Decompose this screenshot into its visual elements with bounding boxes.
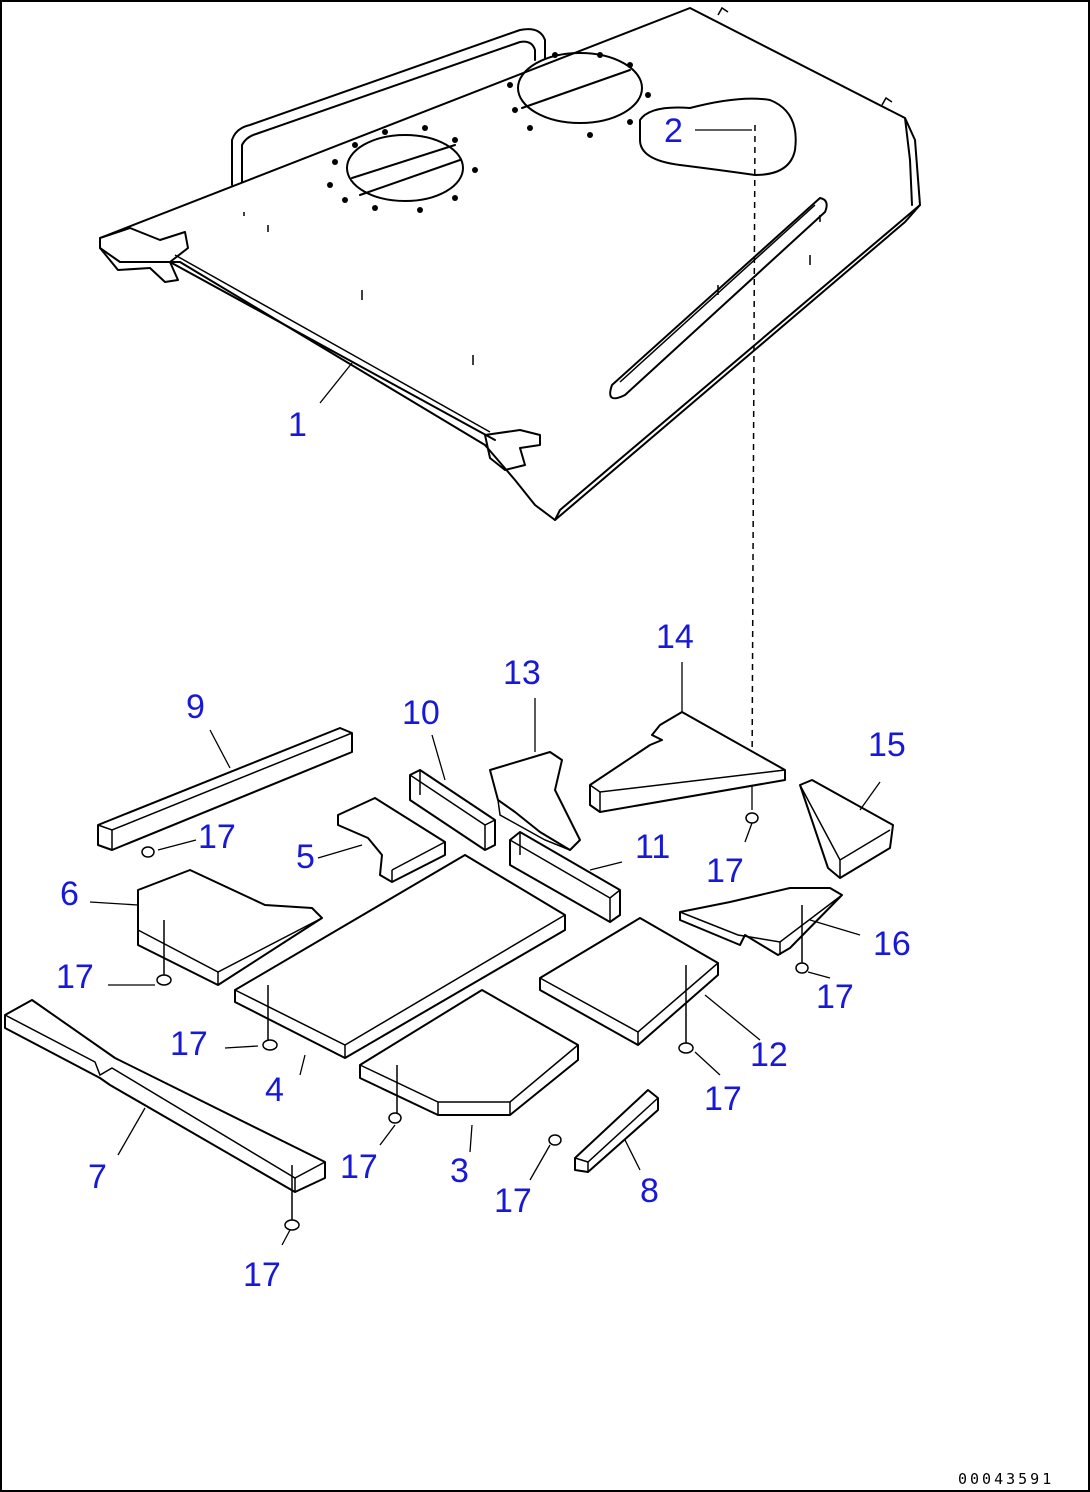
callout-16: 16	[873, 925, 911, 963]
callout-13: 13	[503, 654, 541, 692]
callout-labels: 1 2 9 10 13 14 15 17 5 11 6 17 16 17 17 …	[56, 112, 911, 1294]
callout-11: 11	[635, 828, 670, 866]
fasteners-17	[141, 812, 809, 1231]
callout-8: 8	[640, 1172, 659, 1210]
part-16	[679, 887, 843, 956]
callout-1: 1	[288, 406, 307, 444]
part-2-pad	[639, 97, 797, 176]
part-1-floor-cover	[99, 6, 921, 521]
callout-6: 6	[60, 875, 79, 913]
part-9	[97, 727, 353, 851]
callout-14: 14	[656, 618, 694, 656]
callout-10: 10	[402, 694, 440, 732]
callout-7: 7	[88, 1158, 107, 1196]
part-14	[589, 711, 786, 813]
part-5	[337, 797, 446, 883]
callout-leaders	[89, 362, 881, 1246]
callout-4: 4	[265, 1071, 284, 1109]
part-11	[509, 831, 621, 923]
drawing-code: 00043591	[958, 1470, 1054, 1488]
callout-17-b: 17	[706, 852, 744, 890]
callout-9: 9	[186, 688, 205, 726]
callout-17-a: 17	[198, 818, 236, 856]
part-15	[799, 779, 894, 879]
part-7	[4, 999, 326, 1193]
part-10	[409, 769, 496, 851]
part-8	[574, 1089, 659, 1173]
callout-2: 2	[664, 112, 683, 150]
callout-17-g: 17	[340, 1148, 378, 1186]
part-4	[234, 854, 566, 1059]
callout-15: 15	[868, 726, 906, 764]
callout-17-c: 17	[56, 958, 94, 996]
part-3	[359, 989, 579, 1116]
part-12	[539, 917, 719, 1046]
callout-17-d: 17	[816, 978, 854, 1016]
callout-12: 12	[750, 1036, 788, 1074]
callout-17-h: 17	[494, 1182, 532, 1220]
callout-17-f: 17	[704, 1080, 742, 1118]
part-6	[137, 869, 323, 986]
callout-17-e: 17	[170, 1025, 208, 1063]
callout-5: 5	[296, 838, 315, 876]
callout-3: 3	[450, 1152, 469, 1190]
part-13	[489, 751, 581, 851]
callout-17-i: 17	[243, 1256, 281, 1294]
